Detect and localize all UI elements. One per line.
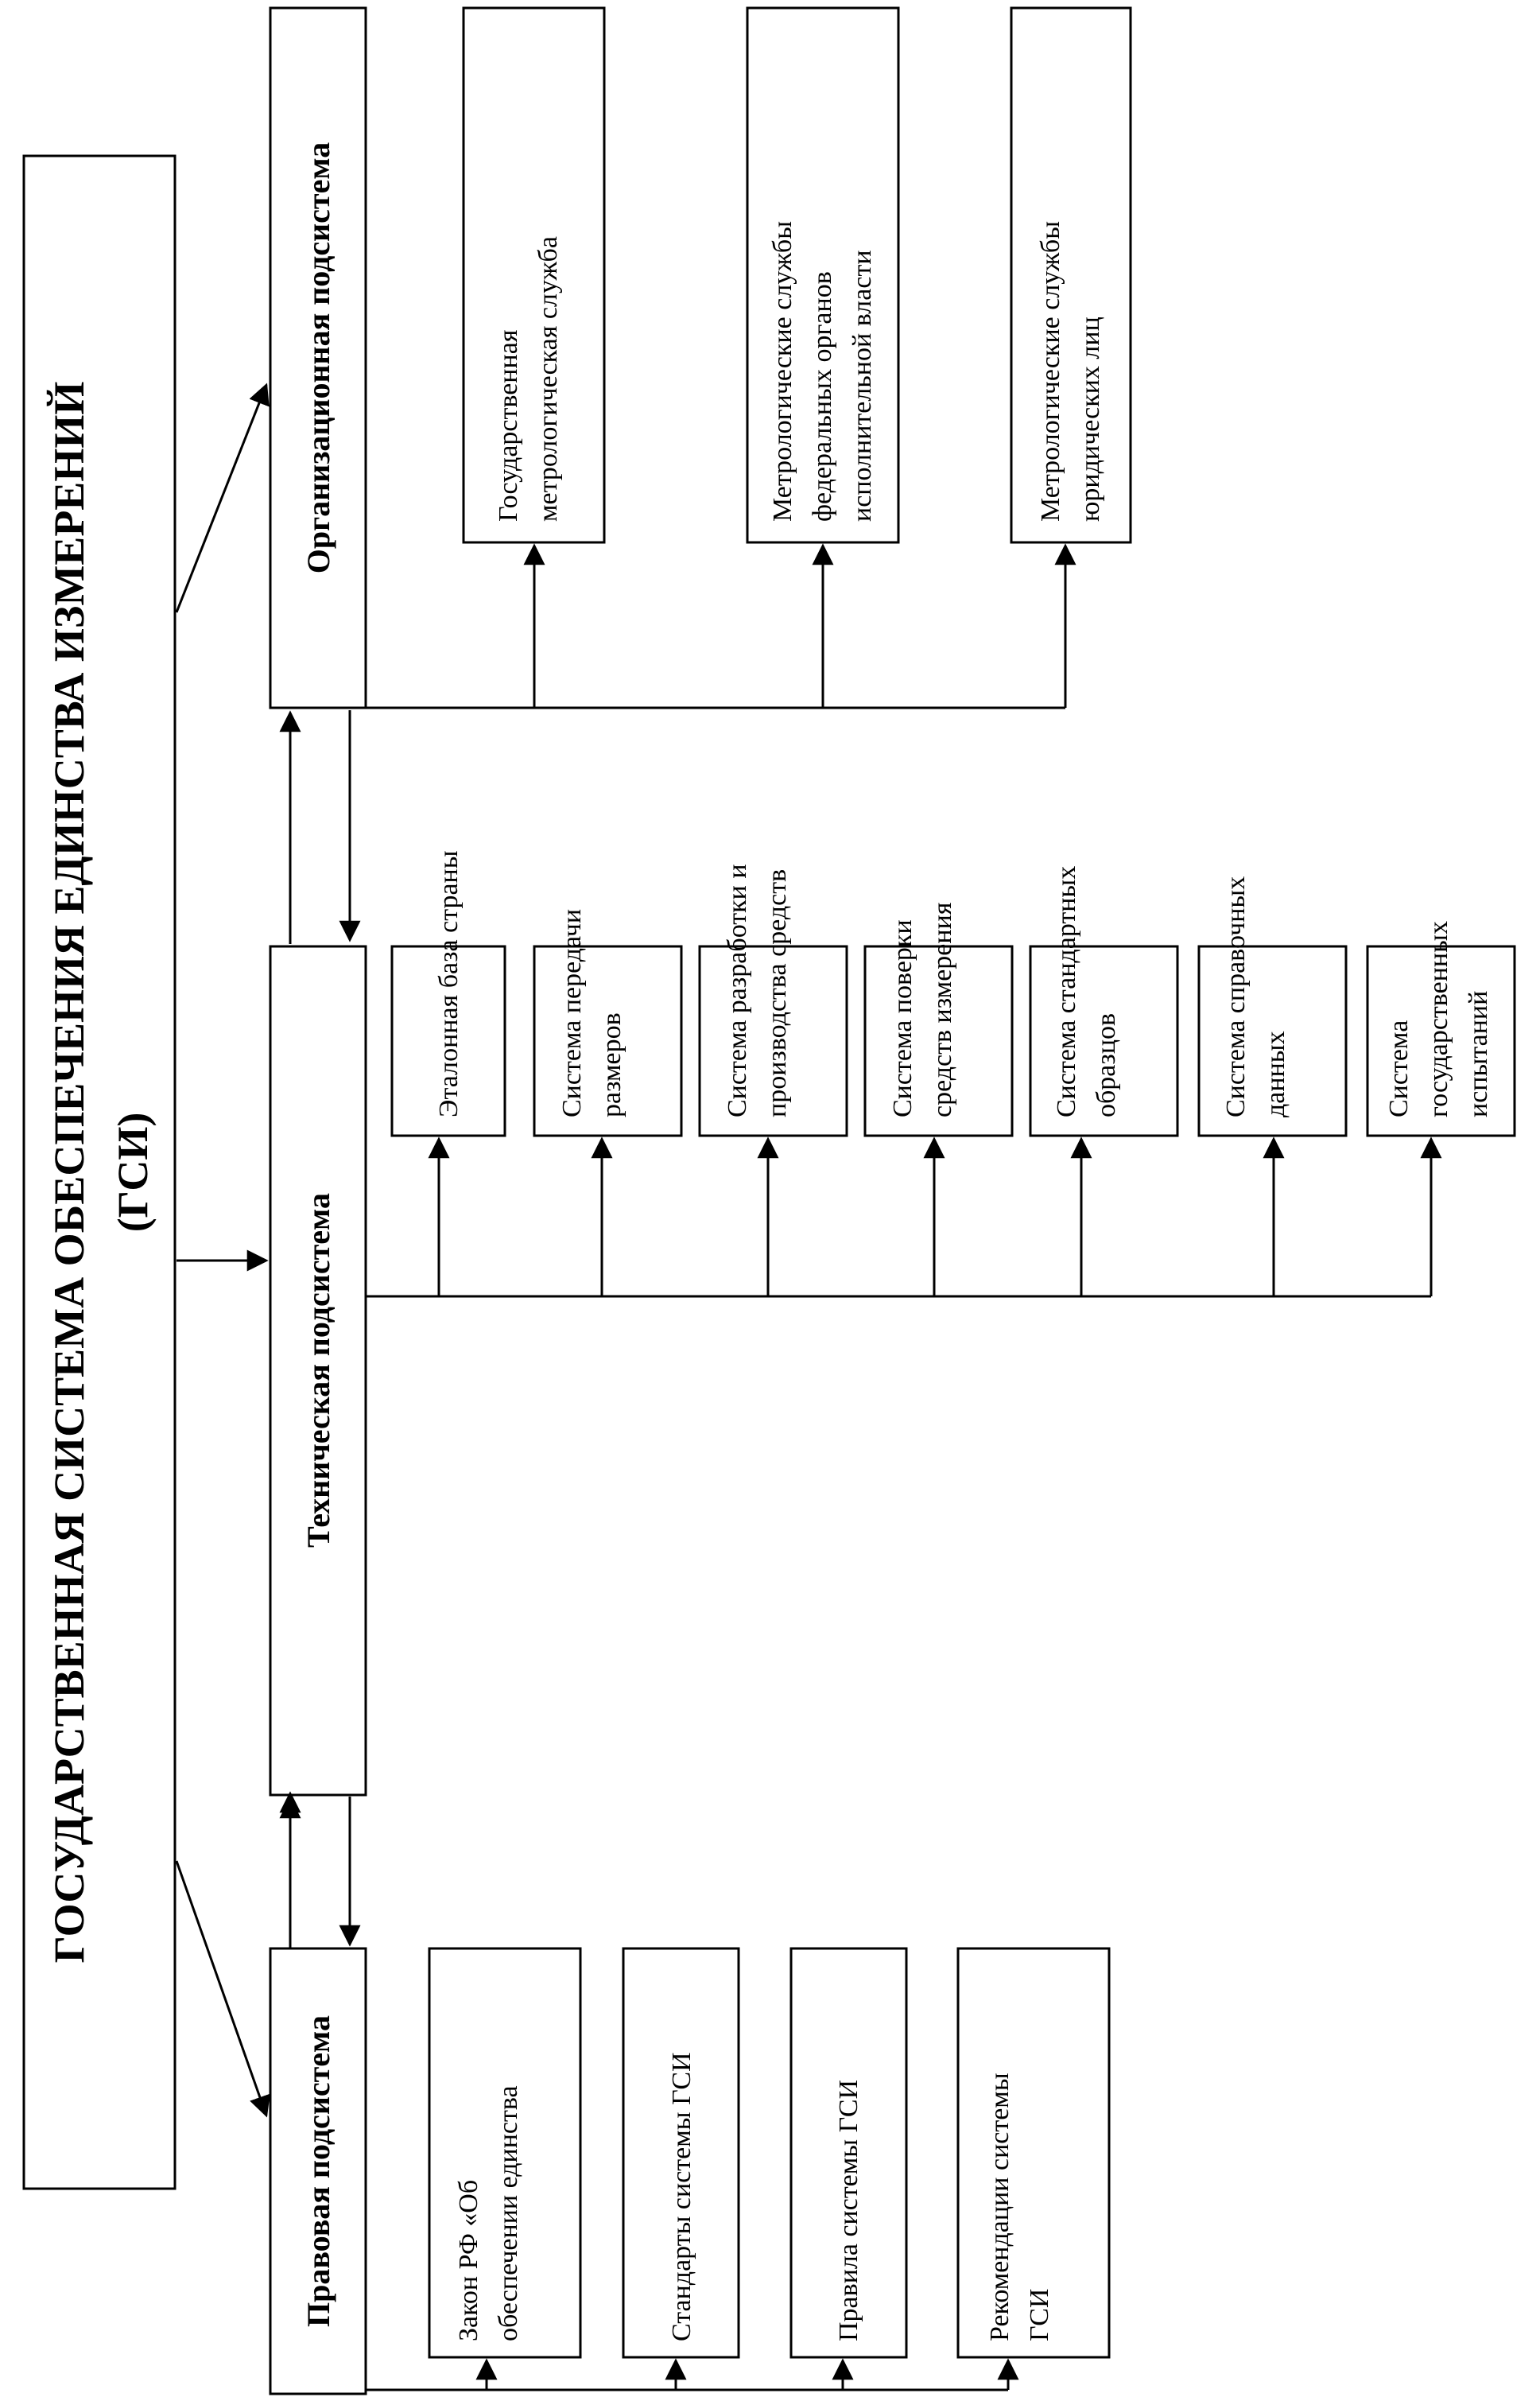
tech-item-verification-system: Система поверки средств измерения	[863, 902, 1014, 1137]
tech-item-standards-base: Эталонная база страны	[390, 850, 506, 1137]
technical-subsystem-label: Техническая подсистема	[301, 1193, 336, 1548]
legal-item-2-line1: Стандарты системы ГСИ	[667, 2052, 696, 2341]
main-title-box: ГОСУДАРСТВЕННАЯ СИСТЕМА ОБЕСПЕЧЕНИЯ ЕДИН…	[22, 154, 176, 2190]
org-item-federal-metrology-services: Метрологические службы федеральных орган…	[746, 6, 900, 544]
legal-item-gsi-rules: Правила системы ГСИ	[789, 1947, 908, 2359]
org-item-2-line1: Метрологические службы	[768, 221, 797, 522]
tech-item-4-line1: Система поверки	[888, 919, 917, 1117]
org-tech-connectors	[279, 710, 361, 944]
legal-item-federal-law: Закон РФ «Об обеспечении единства	[428, 1947, 582, 2359]
org-item-3-line1: Метрологические службы	[1036, 221, 1065, 522]
tech-item-7-line2: государственных	[1424, 921, 1453, 1117]
tech-item-6-line1: Система справочных	[1221, 876, 1251, 1117]
main-title-line2: (ГСИ)	[109, 1113, 157, 1233]
tech-item-5-line2: образцов	[1092, 1013, 1121, 1117]
tech-item-5-line1: Система стандартных	[1052, 866, 1081, 1117]
tech-item-reference-materials-system: Система стандартных образцов	[1029, 866, 1179, 1137]
tech-item-7-line1: Система	[1384, 1020, 1414, 1117]
technical-subsystem: Техническая подсистема Эталонная база ст…	[269, 850, 1516, 1797]
tech-item-3-line2: производства средств	[762, 869, 792, 1117]
legal-subsystem-label: Правовая подсистема	[301, 2015, 336, 2327]
org-item-legal-entities-metrology-services: Метрологические службы юридических лиц	[1010, 6, 1132, 544]
tech-item-size-transfer-system: Система передачи размеров	[533, 909, 683, 1137]
tech-item-7-line3: испытаний	[1464, 991, 1493, 1117]
org-item-3-line2: юридических лиц	[1076, 317, 1105, 522]
tech-item-reference-data-system: Система справочных данных	[1197, 876, 1348, 1137]
org-item-1-line1: Государственная	[494, 329, 523, 522]
legal-item-3-line1: Правила системы ГСИ	[834, 2080, 863, 2341]
organizational-subsystem-label: Организационная подсистема	[301, 142, 336, 574]
tech-item-state-testing-system: Система государственных испытаний	[1366, 921, 1516, 1137]
organizational-subsystem: Организационная подсистема Государственн…	[269, 6, 1132, 709]
org-item-2-line2: федеральных органов	[808, 271, 837, 522]
tech-item-development-production-system: Система разработки и производства средст…	[698, 864, 848, 1137]
legal-item-4-line1: Рекомендации системы	[985, 2073, 1014, 2341]
tech-item-2-line2: размеров	[597, 1012, 626, 1117]
org-item-2-line3: исполнительной власти	[848, 250, 877, 522]
tech-item-1-line1: Эталонная база страны	[434, 850, 464, 1117]
legal-item-4-line2: ГСИ	[1025, 2289, 1054, 2341]
org-item-1-line2: метрологическая служба	[533, 236, 563, 522]
tech-item-3-line1: Система разработки и	[723, 864, 752, 1117]
tech-item-6-line2: данных	[1261, 1031, 1290, 1117]
legal-item-gsi-recommendations: Рекомендации системы ГСИ	[956, 1947, 1111, 2359]
tech-item-4-line2: средств измерения	[928, 902, 957, 1117]
tech-item-2-line1: Система передачи	[557, 909, 587, 1117]
legal-item-gsi-standards: Стандарты системы ГСИ	[622, 1947, 740, 2359]
legal-item-1-line1: Закон РФ «Об	[454, 2180, 483, 2341]
legal-subsystem: Правовая подсистема Закон РФ «Об обеспеч…	[269, 1947, 1111, 2395]
title-connectors	[175, 383, 270, 2118]
main-title-line1: ГОСУДАРСТВЕННАЯ СИСТЕМА ОБЕСПЕЧЕНИЯ ЕДИН…	[45, 382, 93, 1964]
legal-item-1-line2: обеспечении единства	[494, 2085, 523, 2341]
org-item-state-metrology-service: Государственная метрологическая служба	[462, 6, 606, 544]
